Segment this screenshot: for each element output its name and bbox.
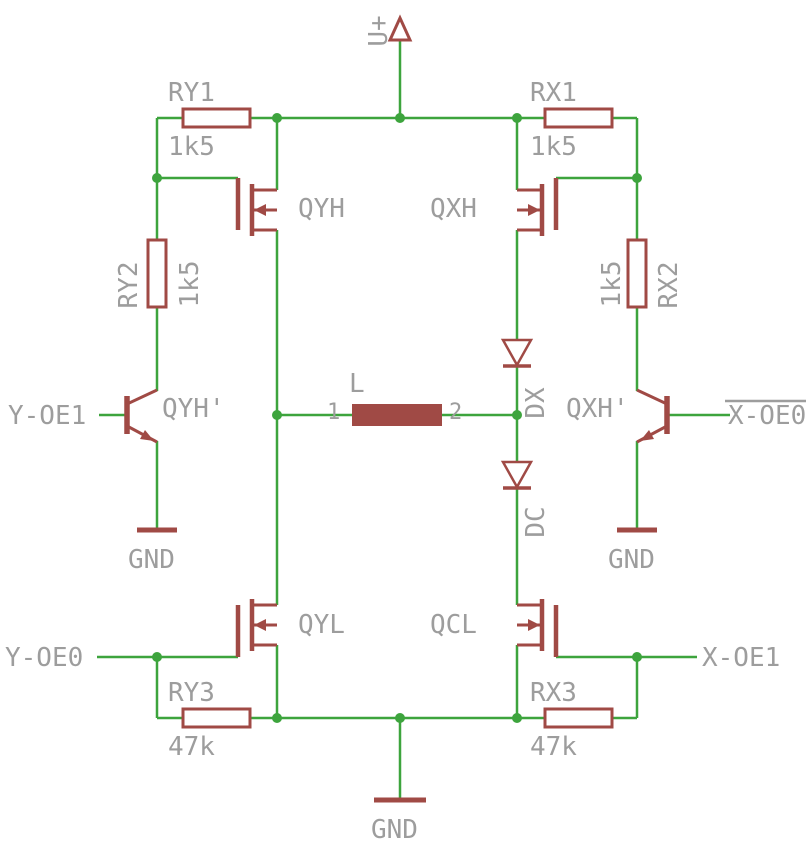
net-wires	[97, 40, 730, 798]
mosfet-arrow-icon	[528, 204, 540, 216]
dx-label: DX	[521, 387, 551, 419]
resistor-body	[543, 107, 614, 129]
rx1-name-label: RX1	[530, 78, 577, 108]
bjt-collector	[126, 388, 158, 406]
mosfet-arrow-icon	[254, 204, 266, 216]
resistor-rx2	[626, 238, 648, 309]
resistor-ry3	[181, 707, 252, 729]
diode-triangle	[500, 338, 534, 368]
inductor-pin1-label: 1	[327, 400, 340, 425]
junction-dot	[152, 173, 162, 183]
net-y-oe1-label: Y-OE1	[8, 401, 86, 431]
mosfet-arrow-icon	[254, 619, 266, 631]
net-x-oe1-label: X-OE1	[702, 643, 780, 673]
inductor-l	[352, 404, 442, 426]
qyh-label: QYH	[298, 194, 345, 224]
junction-dot	[272, 713, 282, 723]
resistor-rx1	[543, 107, 614, 129]
bjt-qxh2	[636, 388, 670, 444]
ry3-value-label: 47k	[168, 732, 215, 762]
qcl-label: QCL	[430, 610, 477, 640]
resistor-body	[181, 707, 252, 729]
vplus-triangle-icon	[387, 14, 413, 42]
vplus-label: U+	[364, 15, 394, 46]
bjt-emitter-arrow-icon	[140, 430, 154, 441]
labels: U+ GND GND GND RY1 1k5 RX1 1k5 RY2 1k5 1…	[5, 15, 806, 845]
inductor-pin2-label: 2	[449, 400, 462, 425]
ry2-name-label: RY2	[114, 262, 144, 309]
junction-dot	[632, 173, 642, 183]
junction-dot	[152, 652, 162, 662]
junction-dot	[395, 713, 405, 723]
vplus-symbol	[387, 14, 413, 42]
mosfet-qxh	[517, 178, 559, 236]
bjt-qyh2	[124, 388, 158, 444]
bjt-collector	[636, 388, 668, 406]
junction-dot	[272, 410, 282, 420]
gnd-left-label: GND	[128, 545, 175, 575]
resistor-body	[626, 238, 648, 309]
resistor-body	[146, 238, 168, 309]
ry1-value-label: 1k5	[168, 132, 215, 162]
resistor-rx3	[543, 707, 614, 729]
inductor-body	[352, 404, 442, 426]
net-x-oe0-label: X-OE0	[728, 401, 806, 431]
rx2-value-label: 1k5	[597, 261, 627, 308]
ry3-name-label: RY3	[168, 678, 215, 708]
resistor-body	[181, 107, 252, 129]
qyh2-label: QYH'	[162, 394, 225, 424]
mosfet-qcl	[517, 599, 559, 657]
mosfet-qyl	[235, 599, 277, 657]
mosfet-qyh	[235, 178, 277, 236]
junction-dot	[512, 410, 522, 420]
ry2-value-label: 1k5	[175, 261, 205, 308]
qxh-label: QXH	[430, 194, 477, 224]
rx1-value-label: 1k5	[530, 132, 577, 162]
junction-dot	[632, 652, 642, 662]
mosfet-arrow-icon	[528, 619, 540, 631]
diode-dx	[500, 338, 534, 368]
diode-dc	[500, 460, 534, 490]
dc-label: DC	[521, 506, 551, 537]
gnd-right-label: GND	[608, 545, 655, 575]
diode-triangle	[500, 460, 534, 490]
junction-dot	[512, 113, 522, 123]
gnd-bottom-label: GND	[371, 815, 418, 845]
resistor-body	[543, 707, 614, 729]
resistor-ry1	[181, 107, 252, 129]
rx3-value-label: 47k	[530, 732, 577, 762]
inductor-name-label: L	[349, 369, 365, 399]
resistor-ry2	[146, 238, 168, 309]
junction-dot	[272, 113, 282, 123]
rx3-name-label: RX3	[530, 678, 577, 708]
rx2-name-label: RX2	[654, 262, 684, 309]
qxh2-label: QXH'	[566, 394, 629, 424]
junction-dots	[152, 113, 642, 723]
qyl-label: QYL	[298, 610, 345, 640]
net-y-oe0-label: Y-OE0	[5, 643, 83, 673]
junction-dot	[395, 113, 405, 123]
bjt-emitter-arrow-icon	[640, 430, 654, 441]
ry1-name-label: RY1	[168, 78, 215, 108]
junction-dot	[512, 713, 522, 723]
